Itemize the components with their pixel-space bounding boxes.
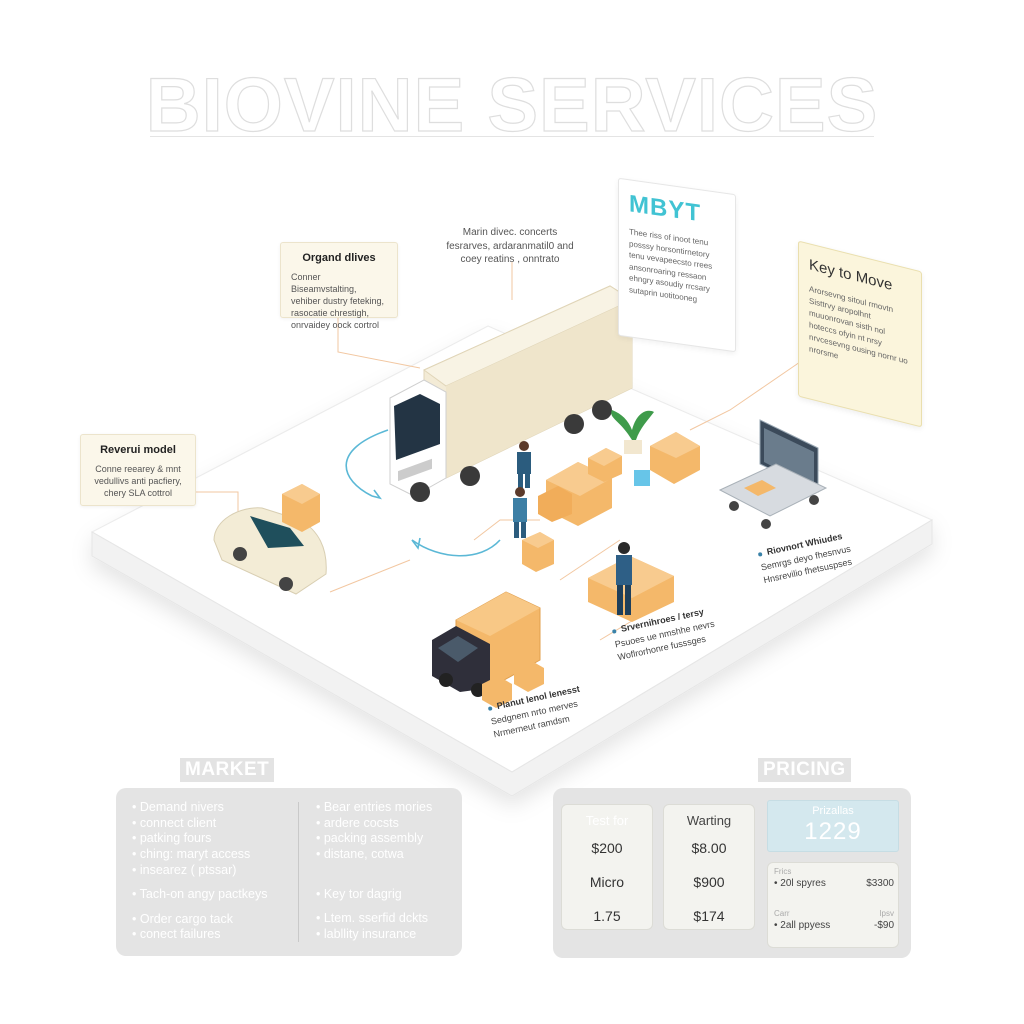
row-small-label: Carr — [774, 909, 790, 918]
market-item: • Key tor dagrig — [316, 886, 402, 901]
note-main-drivers: Marin divec. concerts fesrarves, ardaran… — [446, 227, 574, 265]
market-tab: MARKET — [180, 758, 275, 782]
market-item: • ching: maryt access — [132, 846, 251, 861]
pricing-column-header: Warting — [686, 813, 732, 828]
pricing-tab: PRICING — [758, 758, 851, 782]
platform — [90, 325, 934, 797]
box — [522, 532, 554, 572]
pricing-column-test-for: Test for $200 Micro 1.75 — [561, 804, 653, 930]
market-item: • insearez ( ptssar) — [132, 862, 237, 877]
callout-revenue-model: Reverui model Conne reearey & mnt vedull… — [80, 434, 196, 506]
pricing-highlight: Prizallas 1229 — [767, 800, 899, 852]
market-item: • Ltem. sserfid dckts — [316, 911, 429, 926]
row-label: • 20l spyres — [774, 878, 826, 889]
bullet-dot — [611, 628, 617, 634]
pricing-value: $900 — [693, 874, 725, 890]
box — [282, 484, 320, 532]
key-card-body: Arorsevng sitoul rmovtn Sisttrvy aropolh… — [809, 284, 908, 366]
box — [514, 660, 544, 692]
pricing-row: Frics • 20l spyres $3300 — [774, 867, 894, 889]
market-item: • conect failures — [132, 927, 221, 942]
callout-title: Organd dlives — [302, 252, 376, 264]
market-item: • distane, cotwa — [316, 846, 404, 861]
title-underline — [150, 136, 874, 137]
pricing-rows: Frics • 20l spyres $3300 Carr Ipsv • 2all … — [767, 862, 899, 948]
row-price: -$90 — [873, 920, 894, 931]
pricing-column-warting: Warting $8.00 $900 $174 — [663, 804, 755, 930]
market-item: • Tach-on angy pactkeys — [132, 887, 268, 902]
pricing-value: $200 — [591, 840, 623, 856]
callout-body: Conner Biseamvstalting, vehiber dustry f… — [291, 271, 385, 331]
market-item: • packing assembly — [316, 831, 424, 846]
worker — [513, 487, 527, 538]
monitor-cart — [718, 419, 828, 529]
workers — [513, 441, 632, 615]
pricing-row: Carr Ipsv • 2all ppyess -$90 — [774, 909, 894, 931]
mbyt-title: MBYT — [629, 190, 701, 228]
row-small-label: Ipsv — [879, 909, 894, 918]
row-label: • 2all ppyess — [774, 920, 831, 931]
market-divider — [298, 802, 299, 942]
pricing-value: $174 — [693, 908, 725, 924]
potted-plant — [611, 410, 654, 486]
market-item: • Bear entries mories — [316, 800, 433, 814]
market-panel: • Demand nivers • connect client • patki… — [116, 788, 462, 956]
worker — [517, 441, 531, 488]
pricing-value: 1.75 — [593, 908, 621, 924]
delivery-van — [432, 591, 541, 697]
row-price: $3300 — [866, 878, 894, 889]
market-item: • Demand nivers — [132, 800, 224, 814]
bullet-dot — [487, 705, 493, 711]
mbyt-card: MBYT Thee riss of inoot tenu posssy hors… — [618, 177, 736, 353]
flow-arrows — [345, 429, 501, 557]
pricing-value: Micro — [589, 874, 625, 890]
callout-organd-drives: Organd dlives Conner Biseamvstalting, ve… — [280, 242, 398, 330]
market-item: • labllity insurance — [316, 926, 417, 941]
worker — [616, 542, 632, 615]
page-title: BIOVINE SERVICES — [145, 62, 879, 148]
market-item: • connect client — [132, 815, 217, 830]
market-item: • ardere cocsts — [316, 815, 399, 830]
pricing-panel: Test for $200 Micro 1.75 Warting $8.00 $… — [553, 788, 911, 958]
bullet-dot — [757, 551, 763, 557]
pricing-column-header: Test for — [585, 813, 629, 828]
market-item: • patking fours — [132, 831, 212, 846]
pricing-value: $8.00 — [691, 840, 727, 856]
highlight-value: 1229 — [804, 818, 862, 845]
market-left-column: • Demand nivers • connect client • patki… — [132, 800, 288, 943]
box — [650, 432, 700, 484]
key-to-move-card: Key to Move Arorsevng sitoul rmovtn Sist… — [798, 240, 922, 428]
mbyt-body: Thee riss of inoot tenu posssy horsontir… — [629, 227, 713, 304]
callout-body: Conne reearey & mnt vedullivs anti pacfi… — [94, 463, 182, 499]
row-small-label: Frics — [774, 867, 792, 876]
box — [482, 676, 512, 708]
box — [588, 448, 622, 482]
market-right-column: • Bear entries mories • ardere cocsts • … — [316, 800, 472, 942]
highlight-label: Prizallas — [812, 805, 854, 817]
market-item: • Order cargo tack — [132, 911, 233, 926]
box — [538, 486, 572, 522]
callout-title: Reverui model — [100, 444, 176, 456]
